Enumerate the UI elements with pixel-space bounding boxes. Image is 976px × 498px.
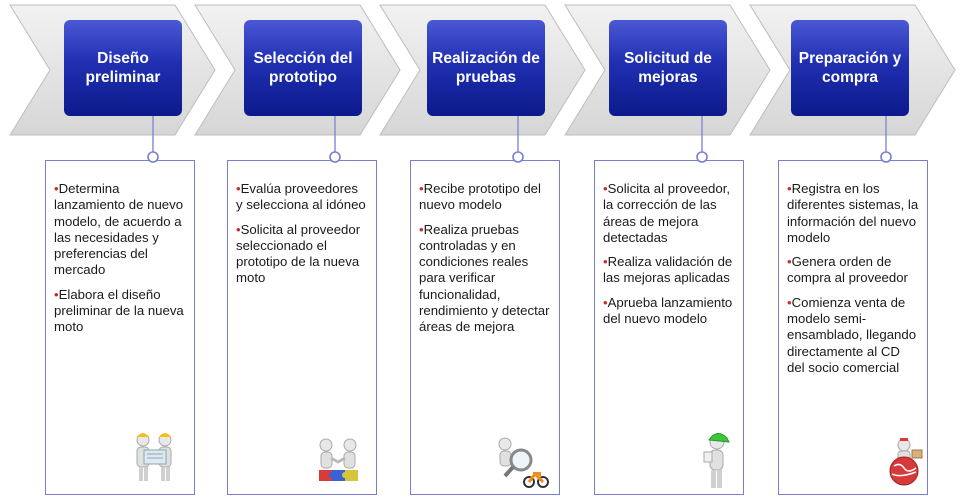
bullet-dot-icon: •	[236, 181, 241, 196]
bullet-item: •Genera orden de compra al proveedor	[787, 254, 919, 287]
bullet-text: Elabora el diseño preliminar de la nueva…	[54, 286, 184, 335]
bullet-item: •Recibe prototipo del nuevo modelo	[419, 181, 551, 214]
bullet-text: Solicita al proveedor, la corrección de …	[603, 181, 731, 245]
stage-box	[791, 20, 909, 116]
stage-box	[609, 20, 727, 116]
bullet-text: Registra en los diferentes sistemas, la …	[787, 181, 919, 245]
bullet-dot-icon: •	[419, 181, 424, 196]
chevron-flow	[9, 4, 956, 152]
bullet-item: •Realiza pruebas controladas y en condic…	[419, 222, 551, 336]
bullet-item: •Comienza venta de modelo semi-ensamblad…	[787, 295, 919, 376]
pin-icon	[511, 150, 525, 164]
bullet-item: •Solicita al proveedor seleccionado el p…	[236, 222, 368, 287]
bullet-text: Realiza pruebas controladas y en condici…	[419, 221, 550, 335]
bullet-text: Solicita al proveedor seleccionado el pr…	[236, 221, 361, 286]
bullet-item: •Solicita al proveedor, la corrección de…	[603, 181, 735, 246]
bullet-text: Realiza validación de las mejoras aplica…	[603, 254, 733, 286]
bullet-dot-icon: •	[603, 254, 608, 270]
handshake-on-puzzle-icon	[313, 436, 363, 491]
bullet-dot-icon: •	[603, 294, 608, 310]
figure-with-helmet-icon	[697, 432, 733, 497]
bullet-text: Evalúa proveedores y selecciona al idóne…	[236, 181, 366, 213]
bullet-item: •Evalúa proveedores y selecciona al idón…	[236, 181, 368, 214]
pin-icon	[695, 150, 709, 164]
stage-box	[64, 20, 182, 116]
stage-box	[427, 20, 545, 116]
card-text: •Solicita al proveedor, la corrección de…	[603, 181, 735, 335]
stage-title: Realización de pruebas	[432, 50, 540, 86]
bullet-dot-icon: •	[603, 181, 608, 196]
bullet-dot-icon: •	[236, 221, 241, 237]
card-text: •Recibe prototipo del nuevo modelo•Reali…	[419, 181, 551, 344]
bullet-item: •Registra en los diferentes sistemas, la…	[787, 181, 919, 246]
pin-icon	[328, 150, 342, 164]
pin-icon	[879, 150, 893, 164]
card-text: •Evalúa proveedores y selecciona al idón…	[236, 181, 368, 295]
bullet-text: Genera orden de compra al proveedor	[787, 254, 908, 286]
magnifier-on-motorcycle-icon	[491, 436, 549, 495]
bullet-text: Aprueba lanzamiento del nuevo modelo	[603, 294, 733, 327]
bullet-text: Comienza venta de modelo semi-ensamblado…	[787, 294, 917, 375]
stage-title: Preparación y compra	[798, 50, 902, 86]
bullet-dot-icon: •	[419, 221, 424, 237]
stage-title: Diseño preliminar	[85, 50, 161, 86]
bullet-text: Recibe prototipo del nuevo modelo	[419, 181, 541, 213]
bullet-dot-icon: •	[54, 181, 59, 196]
bullet-dot-icon: •	[54, 286, 59, 302]
stage-title: Selección del prototipo	[253, 50, 353, 86]
engineers-with-blueprint-icon	[127, 428, 183, 489]
bullet-item: •Aprueba lanzamiento del nuevo modelo	[603, 295, 735, 328]
bullet-item: •Elabora el diseño preliminar de la nuev…	[54, 287, 186, 336]
bullet-dot-icon: •	[787, 294, 792, 310]
stage-box	[244, 20, 362, 116]
bullet-dot-icon: •	[787, 254, 792, 270]
pin-icon	[146, 150, 160, 164]
card-text: •Determina lanzamiento de nuevo modelo, …	[54, 181, 186, 344]
stage-card: •Recibe prototipo del nuevo modelo•Reali…	[410, 160, 560, 495]
bullet-item: •Determina lanzamiento de nuevo modelo, …	[54, 181, 186, 279]
bullet-item: •Realiza validación de las mejoras aplic…	[603, 254, 735, 287]
stage-title: Solicitud de mejoras	[624, 50, 712, 86]
globe-with-delivery-icon	[882, 436, 926, 493]
bullet-dot-icon: •	[787, 181, 792, 196]
bullet-text: Determina lanzamiento de nuevo modelo, d…	[54, 181, 184, 278]
card-text: •Registra en los diferentes sistemas, la…	[787, 181, 919, 384]
